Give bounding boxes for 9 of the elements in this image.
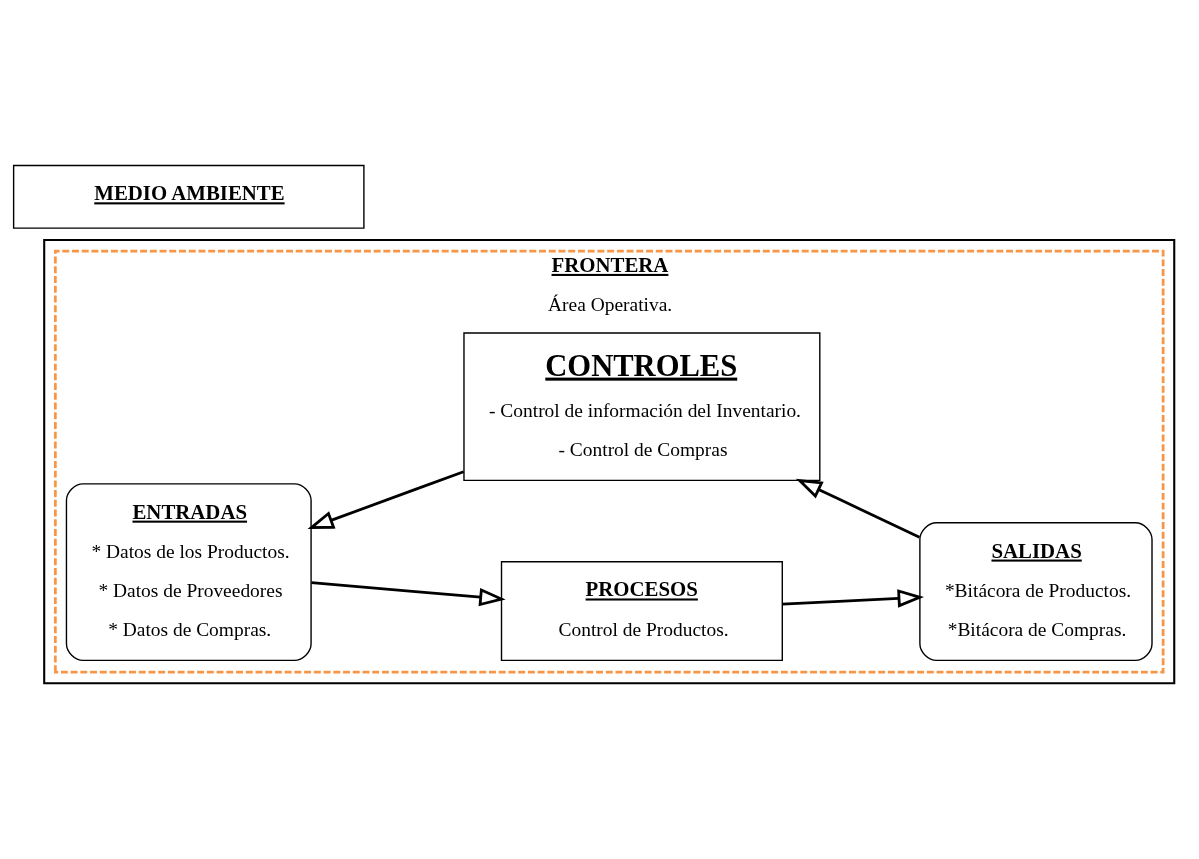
- arrow: [795, 478, 921, 538]
- node-box: ENTRADAS * Datos de los Productos. * Datos de Proveedores * Datos de Compras.: [65, 482, 312, 661]
- node-box: MEDIO AMBIENTE: [12, 164, 365, 229]
- arrow: [782, 588, 925, 608]
- arrow: [311, 580, 506, 606]
- arrow: [307, 469, 465, 529]
- node-box: CONTROLES - Control de información del Inventario. - Control de Compras: [463, 331, 821, 481]
- node-box: PROCESOS Control de Productos.: [500, 560, 783, 661]
- node-box: SALIDAS *Bitácora de Productos. *Bitácora de Compras.: [919, 521, 1153, 661]
